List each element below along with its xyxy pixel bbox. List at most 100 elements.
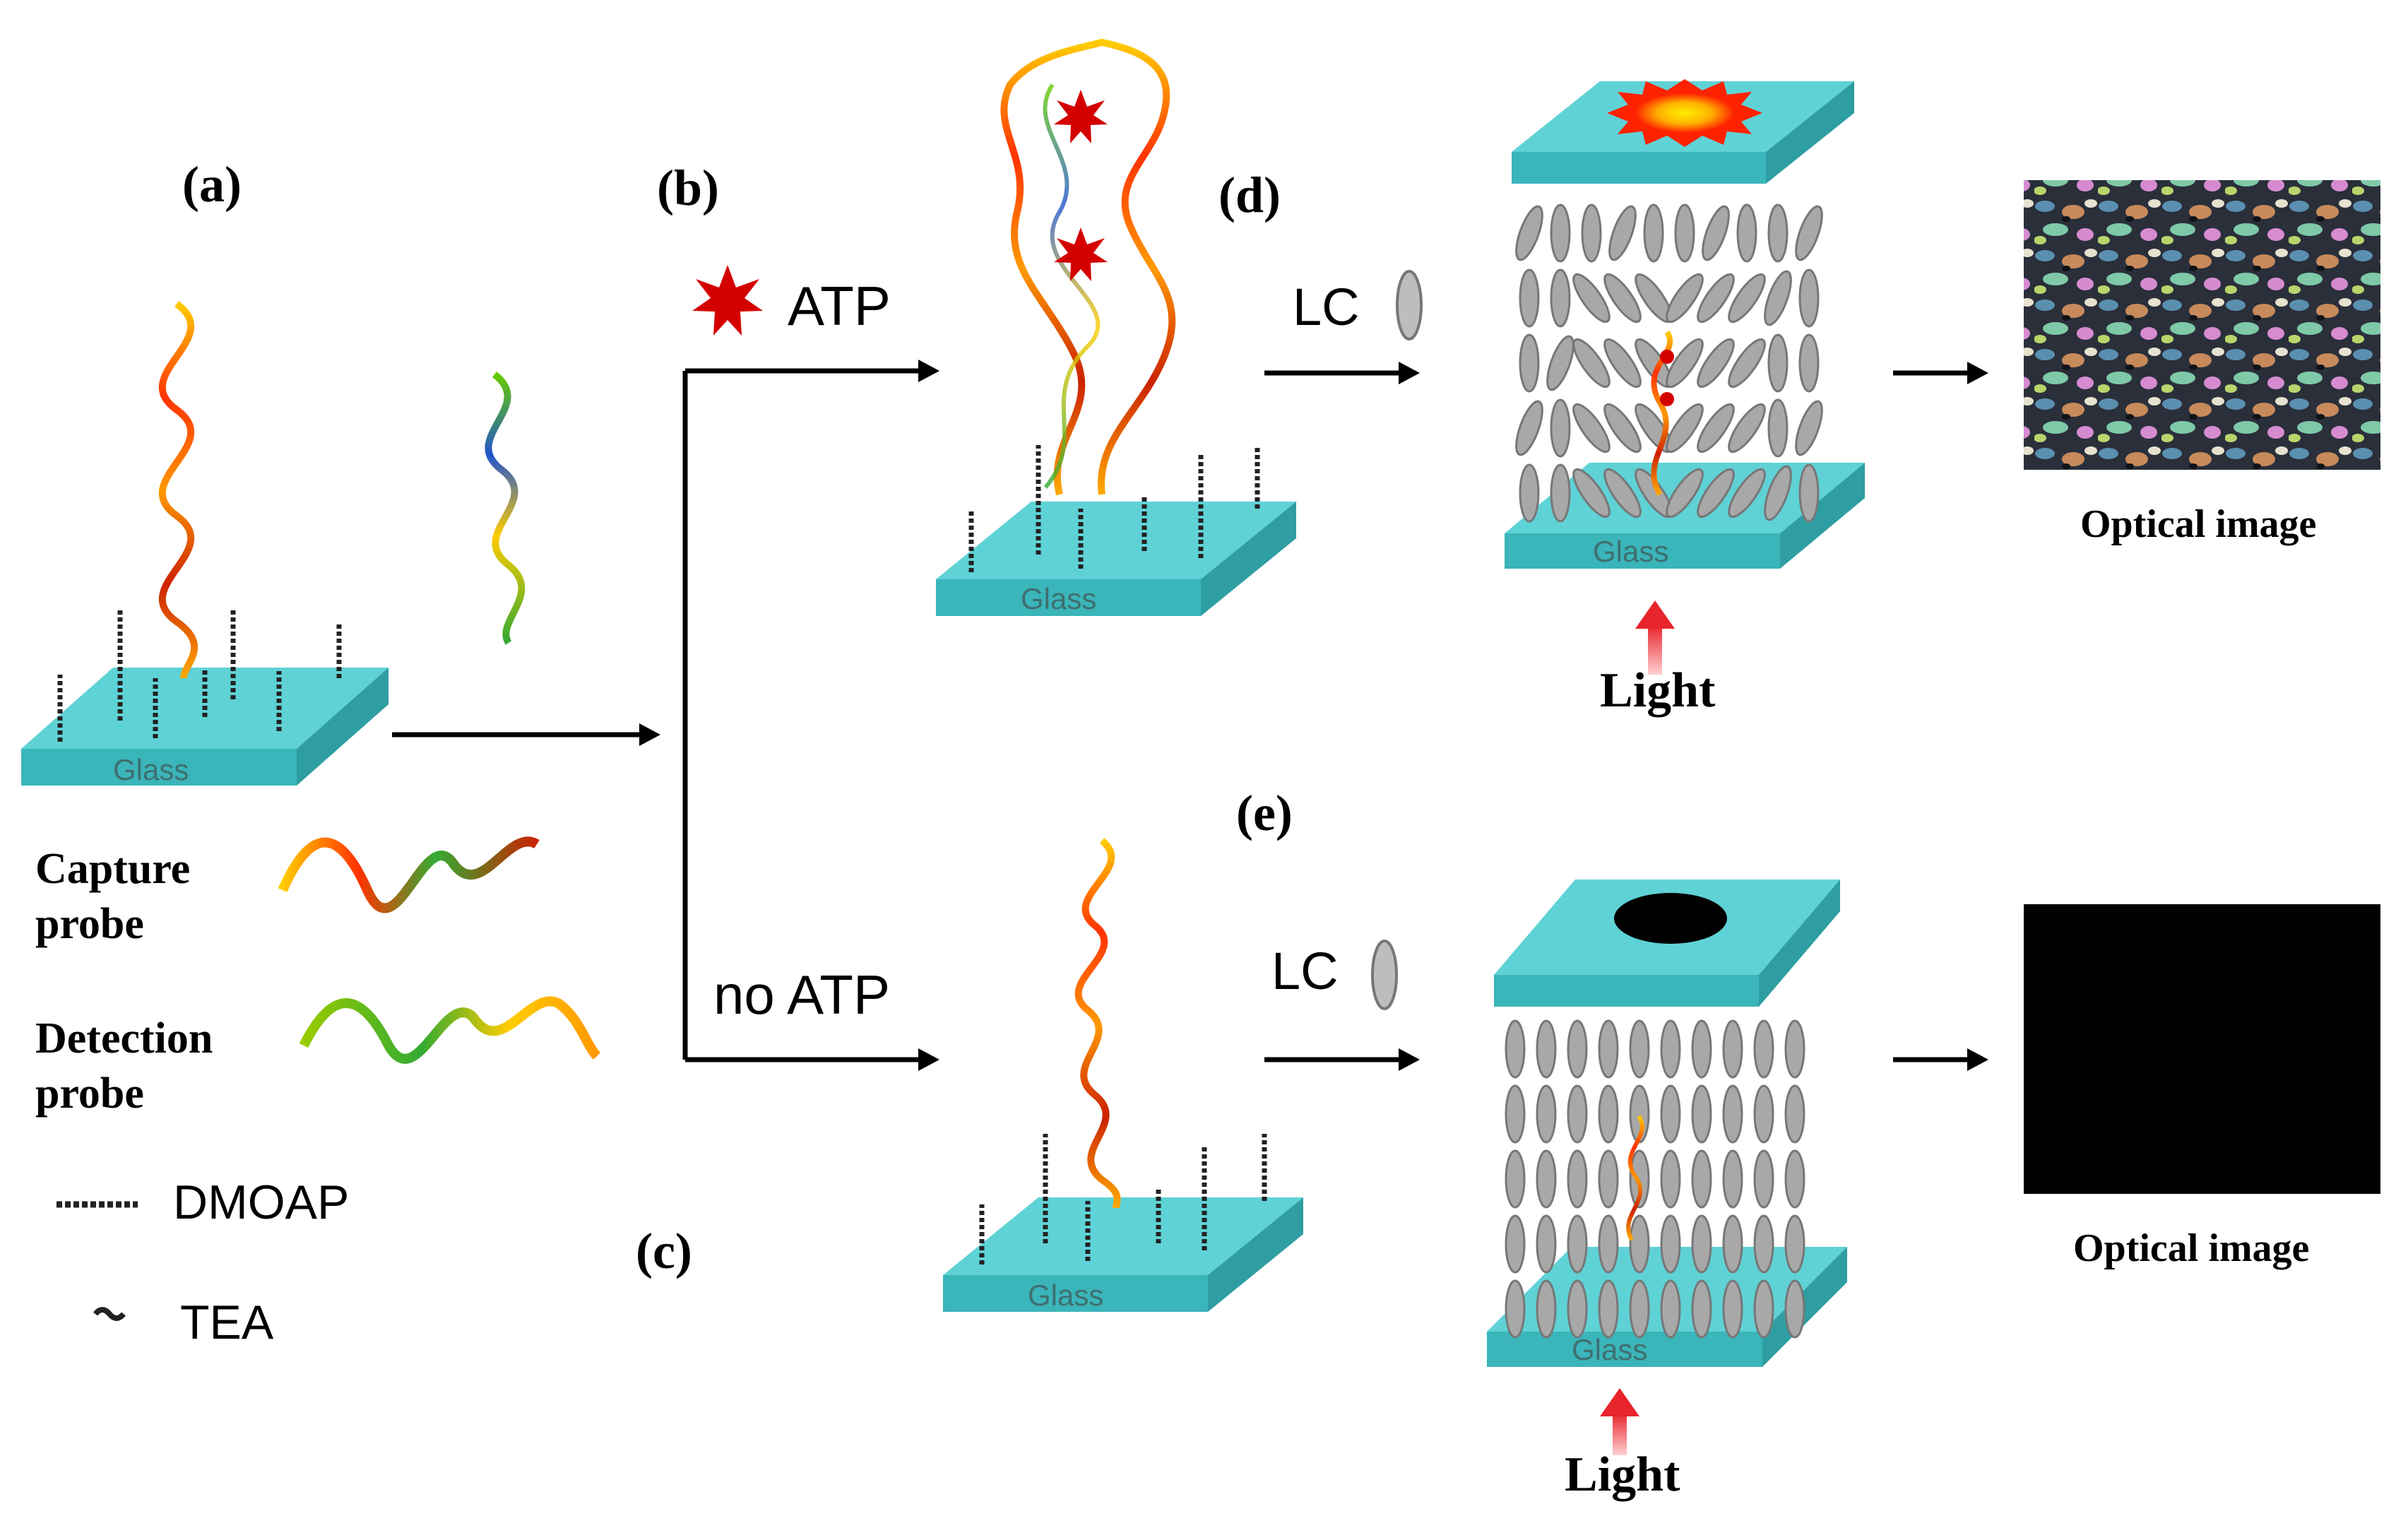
lc-molecule — [1550, 463, 1571, 523]
flow-arrow-e — [1264, 1048, 1420, 1071]
lc-molecule — [1691, 1279, 1712, 1339]
lc-molecule — [1784, 1019, 1805, 1079]
lc-molecule — [1736, 203, 1757, 263]
lc-molecule — [1505, 1149, 1526, 1209]
lc-molecule — [1697, 468, 1735, 519]
lc-molecule — [1722, 1084, 1743, 1144]
lc-molecule — [1629, 1019, 1650, 1079]
lc-molecule — [1550, 203, 1571, 263]
lc-molecule — [1519, 463, 1540, 523]
lc-molecule — [1567, 1084, 1588, 1144]
lc-molecule — [1629, 1214, 1650, 1274]
lc-molecule — [1691, 1214, 1712, 1274]
glass-label-d: Glass — [1593, 535, 1668, 568]
bright-spot-icon — [1607, 79, 1762, 147]
atp-bound-star-icon-2 — [1054, 227, 1108, 281]
lc-molecule — [1515, 400, 1543, 456]
lc-molecule — [1598, 1019, 1619, 1079]
lc-molecule — [1643, 203, 1664, 263]
lc-molecule — [1536, 1279, 1557, 1339]
lc-molecule — [1697, 273, 1735, 324]
lc-molecule — [1722, 1149, 1743, 1209]
capture-probe-helix-c — [1074, 838, 1121, 1209]
lc-molecule-icon-bottom — [1371, 940, 1398, 1010]
flow-arrow-d — [1264, 362, 1420, 384]
lc-molecule — [1660, 1279, 1681, 1339]
lc-molecule — [1753, 1084, 1774, 1144]
lc-molecule — [1515, 205, 1543, 261]
lc-molecule — [1728, 403, 1766, 454]
lc-molecule — [1505, 1019, 1526, 1079]
light-arrow-icon-bottom — [1600, 1388, 1639, 1455]
optical-image-bright — [2024, 180, 2380, 470]
lc-molecule — [1784, 1149, 1805, 1209]
lc-molecule — [1660, 1019, 1681, 1079]
lc-molecule — [1536, 1214, 1557, 1274]
lc-molecule — [1536, 1019, 1557, 1079]
glass-label-a: Glass — [113, 753, 189, 786]
legend-tea: TEA — [180, 1296, 274, 1349]
lc-molecule — [1795, 205, 1823, 261]
lc-molecule-icon-top — [1396, 270, 1423, 340]
glass-label-e: Glass — [1572, 1333, 1647, 1366]
lc-molecule — [1629, 1279, 1650, 1339]
dmoap-brushes-b — [968, 445, 1260, 572]
lc-molecule — [1784, 1084, 1805, 1144]
lc-molecule — [1567, 1279, 1588, 1339]
legend-detection-line2: probe — [35, 1070, 144, 1118]
capture-probe-helix-a — [158, 300, 198, 679]
lc-molecule — [1691, 1149, 1712, 1209]
optical-image-dark — [2024, 904, 2380, 1194]
legend-detection-probe-icon — [299, 996, 601, 1064]
legend-capture-probe-icon — [278, 836, 540, 913]
legend-dmoap: DMOAP — [173, 1175, 349, 1229]
lc-cell-d: Glass — [1505, 81, 1865, 569]
lc-molecule — [1603, 468, 1642, 519]
lc-molecule — [1697, 403, 1735, 454]
lc-molecule — [1505, 1214, 1526, 1274]
glass-slide-c: Glass — [943, 1197, 1303, 1312]
lc-molecule — [1764, 270, 1792, 326]
lc-molecule — [1767, 333, 1789, 393]
lc-molecule — [1784, 1214, 1805, 1274]
flow-arrow-optical-top — [1893, 362, 1988, 384]
lc-molecule — [1572, 338, 1611, 389]
arrow-head-b — [918, 360, 939, 382]
flow-arrow-a — [392, 723, 660, 746]
lc-molecule — [1697, 338, 1735, 389]
optical-image-label-bottom: Optical image — [2073, 1226, 2309, 1270]
lc-molecule — [1798, 463, 1820, 523]
label-e: (e) — [1236, 785, 1293, 841]
atp-bound-star-icon-1 — [1054, 90, 1108, 143]
lc-molecule — [1767, 203, 1789, 263]
lc-molecule — [1608, 205, 1637, 261]
legend-capture-line1: Capture — [35, 845, 190, 893]
dark-spot-icon — [1614, 893, 1727, 944]
lc-molecule — [1567, 1149, 1588, 1209]
lc-cell-e: Glass — [1487, 880, 1847, 1367]
flow-arrow-optical-bottom — [1893, 1048, 1988, 1071]
lc-molecule — [1674, 203, 1695, 263]
capture-probe-in-cell-e — [1626, 1115, 1644, 1241]
lc-molecule — [1660, 1214, 1681, 1274]
lc-molecule — [1798, 333, 1820, 393]
lc-molecule — [1598, 1149, 1619, 1209]
lc-molecule — [1550, 398, 1571, 458]
lc-molecule — [1603, 273, 1642, 324]
lc-molecule — [1567, 1019, 1588, 1079]
lc-molecule — [1728, 273, 1766, 324]
tea-icon — [93, 1307, 126, 1321]
aptamer-complex-helix-b2 — [1043, 83, 1101, 489]
lc-molecule — [1798, 268, 1820, 328]
legend-detection-line1: Detection — [35, 1014, 213, 1062]
lc-molecule — [1629, 1149, 1650, 1209]
lc-molecule — [1572, 468, 1611, 519]
lc-molecule — [1603, 403, 1642, 454]
lc-label-top: LC — [1293, 278, 1360, 336]
lc-molecule — [1505, 1279, 1526, 1339]
atp-star-icon — [692, 265, 763, 336]
lc-molecule — [1572, 403, 1611, 454]
label-c: (c) — [636, 1223, 692, 1279]
legend-capture-line2: probe — [35, 900, 144, 948]
